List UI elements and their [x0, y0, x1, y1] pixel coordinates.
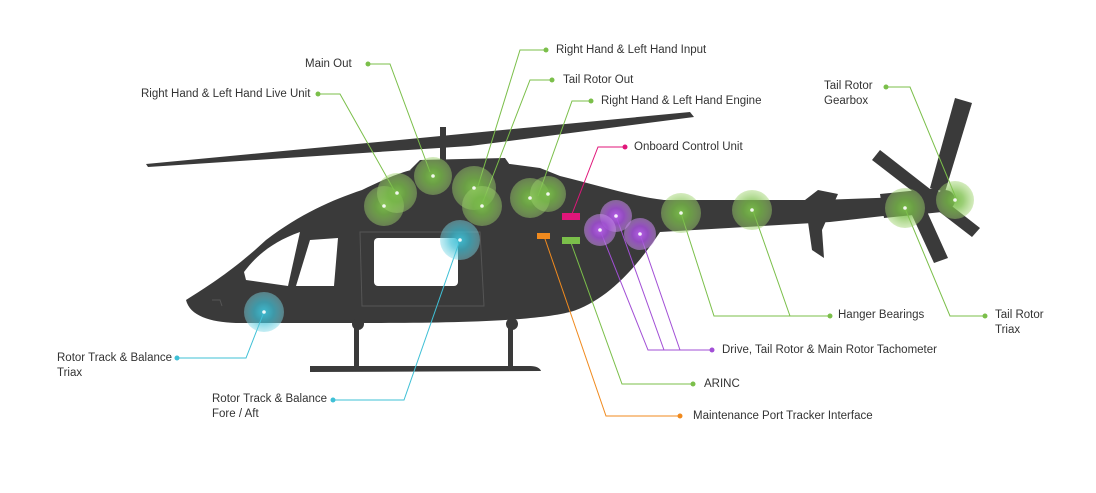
label-rh-lh-engine: Right Hand & Left Hand Engine	[601, 95, 762, 107]
label-rh-lh-live-unit: Right Hand & Left Hand Live Unit	[141, 88, 311, 100]
label-tachometer: Drive, Tail Rotor & Main Rotor Tachomete…	[722, 344, 937, 356]
sensor-markers	[244, 157, 974, 332]
leader-lines	[177, 49, 985, 417]
label-onboard-control-unit: Onboard Control Unit	[634, 141, 743, 153]
onboard-control-unit-module	[562, 213, 580, 220]
label-tail-rotor-out: Tail Rotor Out	[563, 74, 634, 86]
label-dots	[174, 47, 988, 419]
maintenance-port-module	[537, 233, 550, 239]
tail-rotor	[872, 98, 980, 263]
windows	[212, 231, 485, 307]
label-main-out: Main Out	[305, 58, 352, 70]
label-maintenance-port: Maintenance Port Tracker Interface	[693, 410, 873, 422]
main-rotor	[146, 112, 694, 167]
label-arinc: ARINC	[704, 378, 740, 390]
label-rh-lh-input: Right Hand & Left Hand Input	[556, 44, 707, 56]
arinc-module	[562, 237, 580, 244]
label-hanger-bearings: Hanger Bearings	[838, 309, 925, 321]
landing-skids	[310, 318, 541, 372]
